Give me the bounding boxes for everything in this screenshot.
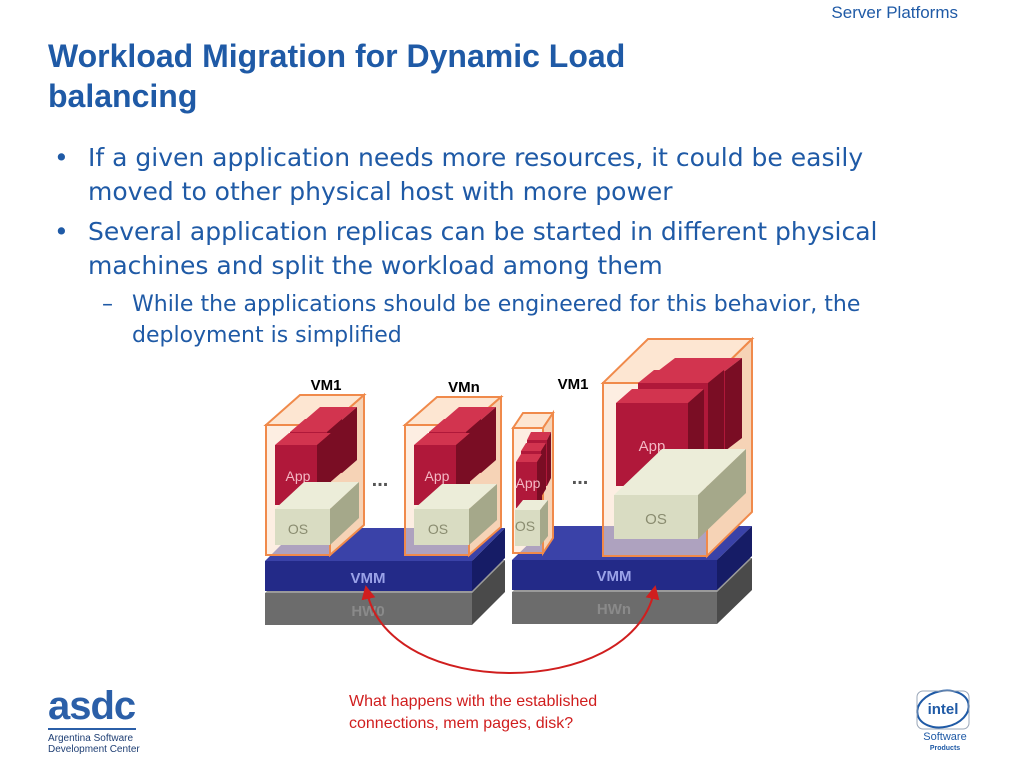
hw-label: HWn [597, 601, 631, 618]
intel-logo-caption: Software Products [917, 731, 973, 755]
intel-software-logo: intel Software Products [913, 687, 973, 757]
migration-arrow [361, 585, 660, 674]
os-block: OS [414, 484, 497, 545]
asdc-logo-line2: Development Center [48, 744, 140, 755]
vm-left-1: App OS VM1 [263, 377, 367, 558]
slide-title: Workload Migration for Dynamic Load bala… [48, 38, 626, 114]
header-tag: Server Platforms [831, 3, 958, 22]
os-block: OS [275, 482, 359, 545]
os-label: OS [428, 521, 448, 537]
os-block: OS [614, 449, 746, 539]
ellipsis: ... [372, 469, 389, 491]
bullet-item: • If a given application needs more reso… [50, 141, 950, 209]
bullet-text: If a given application needs more resour… [88, 143, 864, 206]
intel-logo-line1: Software [923, 731, 967, 743]
os-block: OS [515, 500, 548, 546]
intel-logo-line2: Products [929, 745, 961, 752]
asdc-logo-rule [48, 728, 136, 730]
app-stack: App [516, 432, 551, 508]
os-label: OS [288, 521, 308, 537]
app-label: App [516, 475, 541, 491]
app-label: App [639, 438, 666, 455]
bullet-dot: • [54, 143, 69, 172]
hw-label: HW0 [351, 603, 384, 620]
bullet-item: • Several application replicas can be st… [50, 215, 950, 283]
vm-right-small: App OS [511, 409, 555, 557]
vm-left-n: App OS VMn [402, 379, 504, 558]
os-label: OS [645, 511, 667, 528]
vm-right-large: App OS [600, 336, 755, 559]
sub-bullet-text: While the applications should be enginee… [132, 292, 861, 348]
bullet-list: • If a given application needs more reso… [50, 141, 950, 351]
os-label: OS [515, 518, 535, 534]
left-host: HW0 VMM App OS VM1 [263, 377, 505, 625]
app-label: App [286, 468, 311, 484]
intel-logo-text: intel [928, 701, 959, 718]
sub-bullet-item: – While the applications should be engin… [50, 289, 950, 351]
bullet-dot: • [54, 217, 69, 246]
sub-bullet-dash: – [102, 292, 113, 317]
right-host: HWn VMM App OS ... [511, 336, 755, 624]
asdc-logo-line1: Argentina Software [48, 733, 134, 744]
bullet-text: Several application replicas can be star… [88, 217, 878, 280]
ellipsis: ... [572, 467, 589, 489]
vmm-label: VMM [597, 568, 632, 585]
vm-label: VM1 [558, 376, 589, 393]
vm-label: VMn [448, 379, 480, 396]
asdc-logo-mark: asdc [48, 684, 136, 728]
caption: What happens with the established connec… [349, 693, 598, 732]
vm-label: VM1 [311, 377, 342, 394]
vmm-label: VMM [351, 570, 386, 587]
intel-logo-icon: intel [916, 689, 970, 730]
asdc-logo: asdc Argentina Software Development Cent… [48, 686, 158, 755]
app-stack: App [275, 407, 357, 505]
app-label: App [425, 468, 450, 484]
